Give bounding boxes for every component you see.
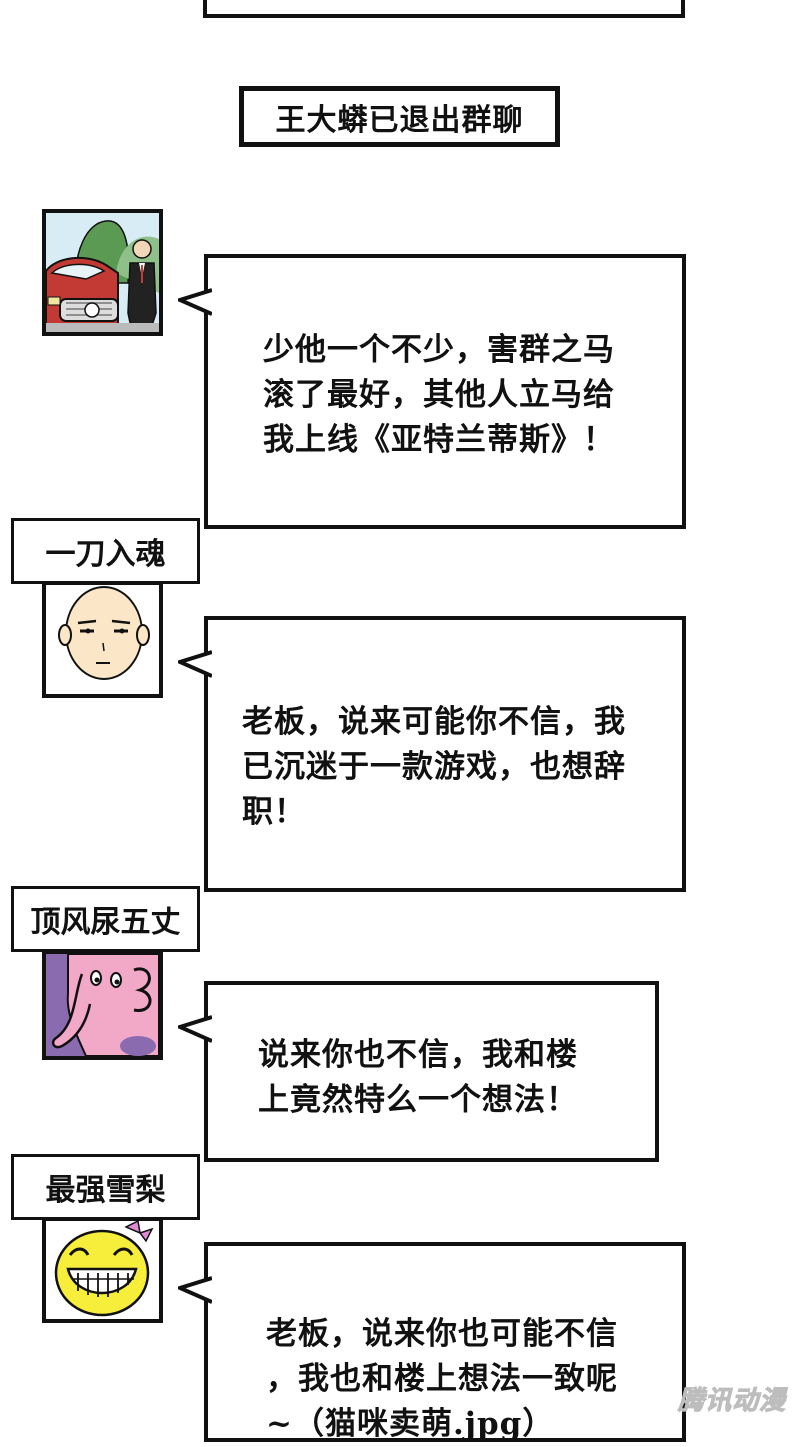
chat-bubble[interactable]: 少他一个不少，害群之马 滚了最好，其他人立马给 我上线《亚特兰蒂斯》！ <box>178 254 686 529</box>
previous-bubble-fragment <box>203 0 685 18</box>
chat-bubble[interactable]: 老板，说来可能你不信，我 已沉迷于一款游戏，也想辞 职！ <box>178 616 686 892</box>
message-text: 说来你也不信，我和楼 上竟然特么一个想法！ <box>258 1037 578 1118</box>
group-exit-notice: 王大蟒已退出群聊 <box>239 86 560 147</box>
sender-name: 最强雪梨 <box>45 1173 166 1208</box>
message-text: 少他一个不少，害群之马 滚了最好，其他人立马给 我上线《亚特兰蒂斯》！ <box>263 332 615 458</box>
avatar[interactable] <box>42 950 163 1060</box>
sender-name-tag: 顶风尿五丈 <box>11 886 200 952</box>
sender-name: 顶风尿五丈 <box>30 905 181 940</box>
sender-name-tag: 一刀入魂 <box>11 518 200 584</box>
chat-bubble[interactable]: 老板，说来你也可能不信 ，我也和楼上想法一致呢 ~（猫咪卖萌.jpg） <box>178 1242 686 1442</box>
car-and-suited-man-avatar-icon <box>46 213 159 332</box>
bald-man-avatar-icon <box>46 585 159 694</box>
laughing-face-avatar-icon <box>46 1221 159 1319</box>
pink-elephant-avatar-icon <box>46 954 159 1056</box>
watermark-logo: 腾讯动漫 <box>677 1386 786 1417</box>
chat-bubble[interactable]: 说来你也不信，我和楼 上竟然特么一个想法！ <box>178 981 659 1162</box>
group-exit-notice-text: 王大蟒已退出群聊 <box>275 102 524 138</box>
message-text: 老板，说来可能你不信，我 已沉迷于一款游戏，也想辞 职！ <box>242 704 626 830</box>
avatar[interactable] <box>42 1217 163 1323</box>
avatar[interactable] <box>42 209 163 336</box>
message-text: 老板，说来你也可能不信 ，我也和楼上想法一致呢 ~（猫咪卖萌.jpg） <box>266 1316 618 1442</box>
avatar[interactable] <box>42 581 163 698</box>
sender-name-tag: 最强雪梨 <box>11 1154 200 1220</box>
sender-name: 一刀入魂 <box>45 537 166 572</box>
